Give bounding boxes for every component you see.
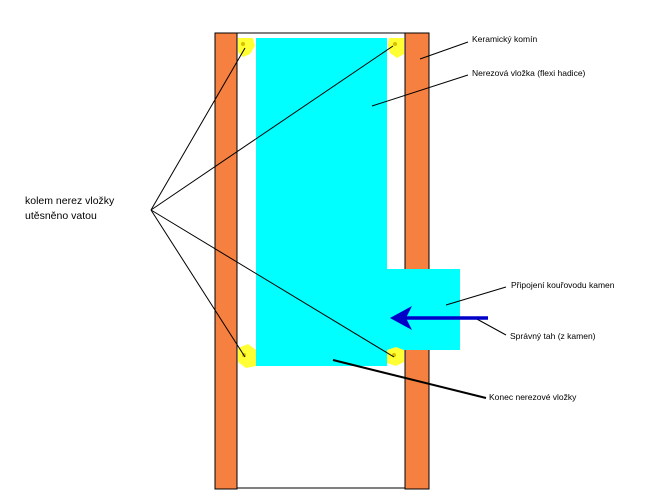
liner-end-leader	[332, 359, 487, 399]
draft-arrow	[390, 306, 488, 330]
flue-connection-leader	[445, 286, 507, 306]
chimney-left-wall	[214, 32, 238, 490]
stainless-liner-leader	[371, 74, 469, 107]
correct-draft-label: Správný tah (z kamen)	[510, 331, 596, 341]
ceramic-chimney-leader	[419, 41, 469, 60]
correct-draft-leader	[474, 317, 507, 336]
insulation-top-right	[388, 38, 404, 58]
stainless-liner	[256, 38, 460, 366]
ceramic-chimney-label: Keramický komín	[472, 34, 537, 44]
insulation-label-line1: kolem nerez vložky	[25, 195, 115, 207]
stainless-liner-label: Nerezová vložka (flexi hadice)	[472, 68, 586, 78]
insulation-label-line2: utěsněno vatou	[25, 210, 97, 222]
liner-end-label: Konec nerezové vložky	[489, 392, 577, 402]
insulation-bottom-right	[387, 347, 404, 366]
flue-connection-label: Připojení kouřovodu kamen	[511, 280, 615, 290]
insulation-leader-lines	[150, 45, 395, 358]
chimney-right-wall	[404, 32, 430, 490]
